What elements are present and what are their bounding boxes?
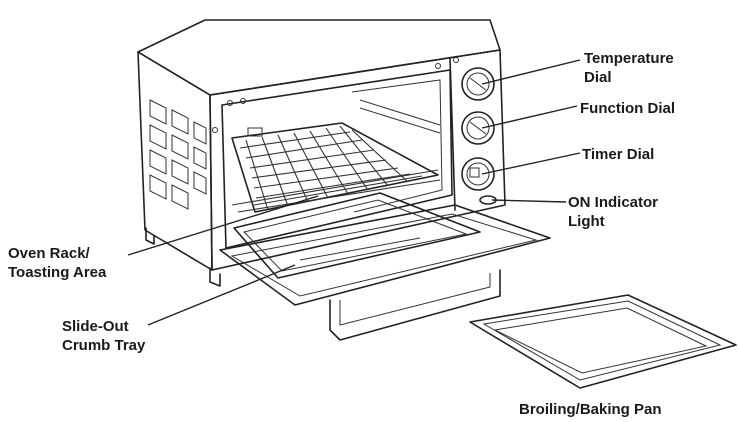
leader-timer — [481, 152, 581, 175]
timer-dial-label: Timer Dial — [582, 146, 655, 163]
on-indicator-label: ON Indicator Light — [568, 193, 658, 231]
temperature-dial-label-line2: Dial — [584, 69, 612, 86]
toaster-oven-icon — [137, 19, 551, 341]
crumb-tray-label-line2: Crumb Tray — [62, 337, 146, 354]
temperature-dial-label: Temperature Dial — [584, 49, 674, 87]
leader-temperature — [481, 59, 581, 85]
function-dial-label: Function Dial — [580, 100, 675, 117]
crumb-tray-icon — [233, 192, 481, 279]
function-dial-icon — [461, 111, 495, 145]
leader-function — [481, 105, 578, 129]
leader-indicator — [491, 199, 567, 203]
on-indicator-label-line2: Light — [568, 213, 605, 230]
baking-pan-label: Broiling/Baking Pan — [519, 401, 662, 418]
on-indicator-label-line1: ON Indicator — [568, 194, 659, 211]
leader-crumb — [147, 264, 296, 326]
crumb-tray-label: Slide-Out Crumb Tray — [62, 317, 145, 355]
timer-dial-icon — [461, 157, 495, 191]
crumb-tray-label-line1: Slide-Out — [62, 318, 129, 335]
oven-rack-label-line2: Toasting Area — [8, 264, 107, 281]
baking-pan-icon — [469, 294, 737, 389]
oven-rack-label: Oven Rack/ Toasting Area — [8, 244, 106, 282]
temperature-dial-label-line1: Temperature — [584, 50, 674, 67]
leader-rack — [127, 195, 319, 256]
temperature-dial-icon — [461, 67, 495, 101]
oven-rack-icon — [231, 122, 441, 213]
oven-rack-label-line1: Oven Rack/ — [8, 245, 90, 262]
